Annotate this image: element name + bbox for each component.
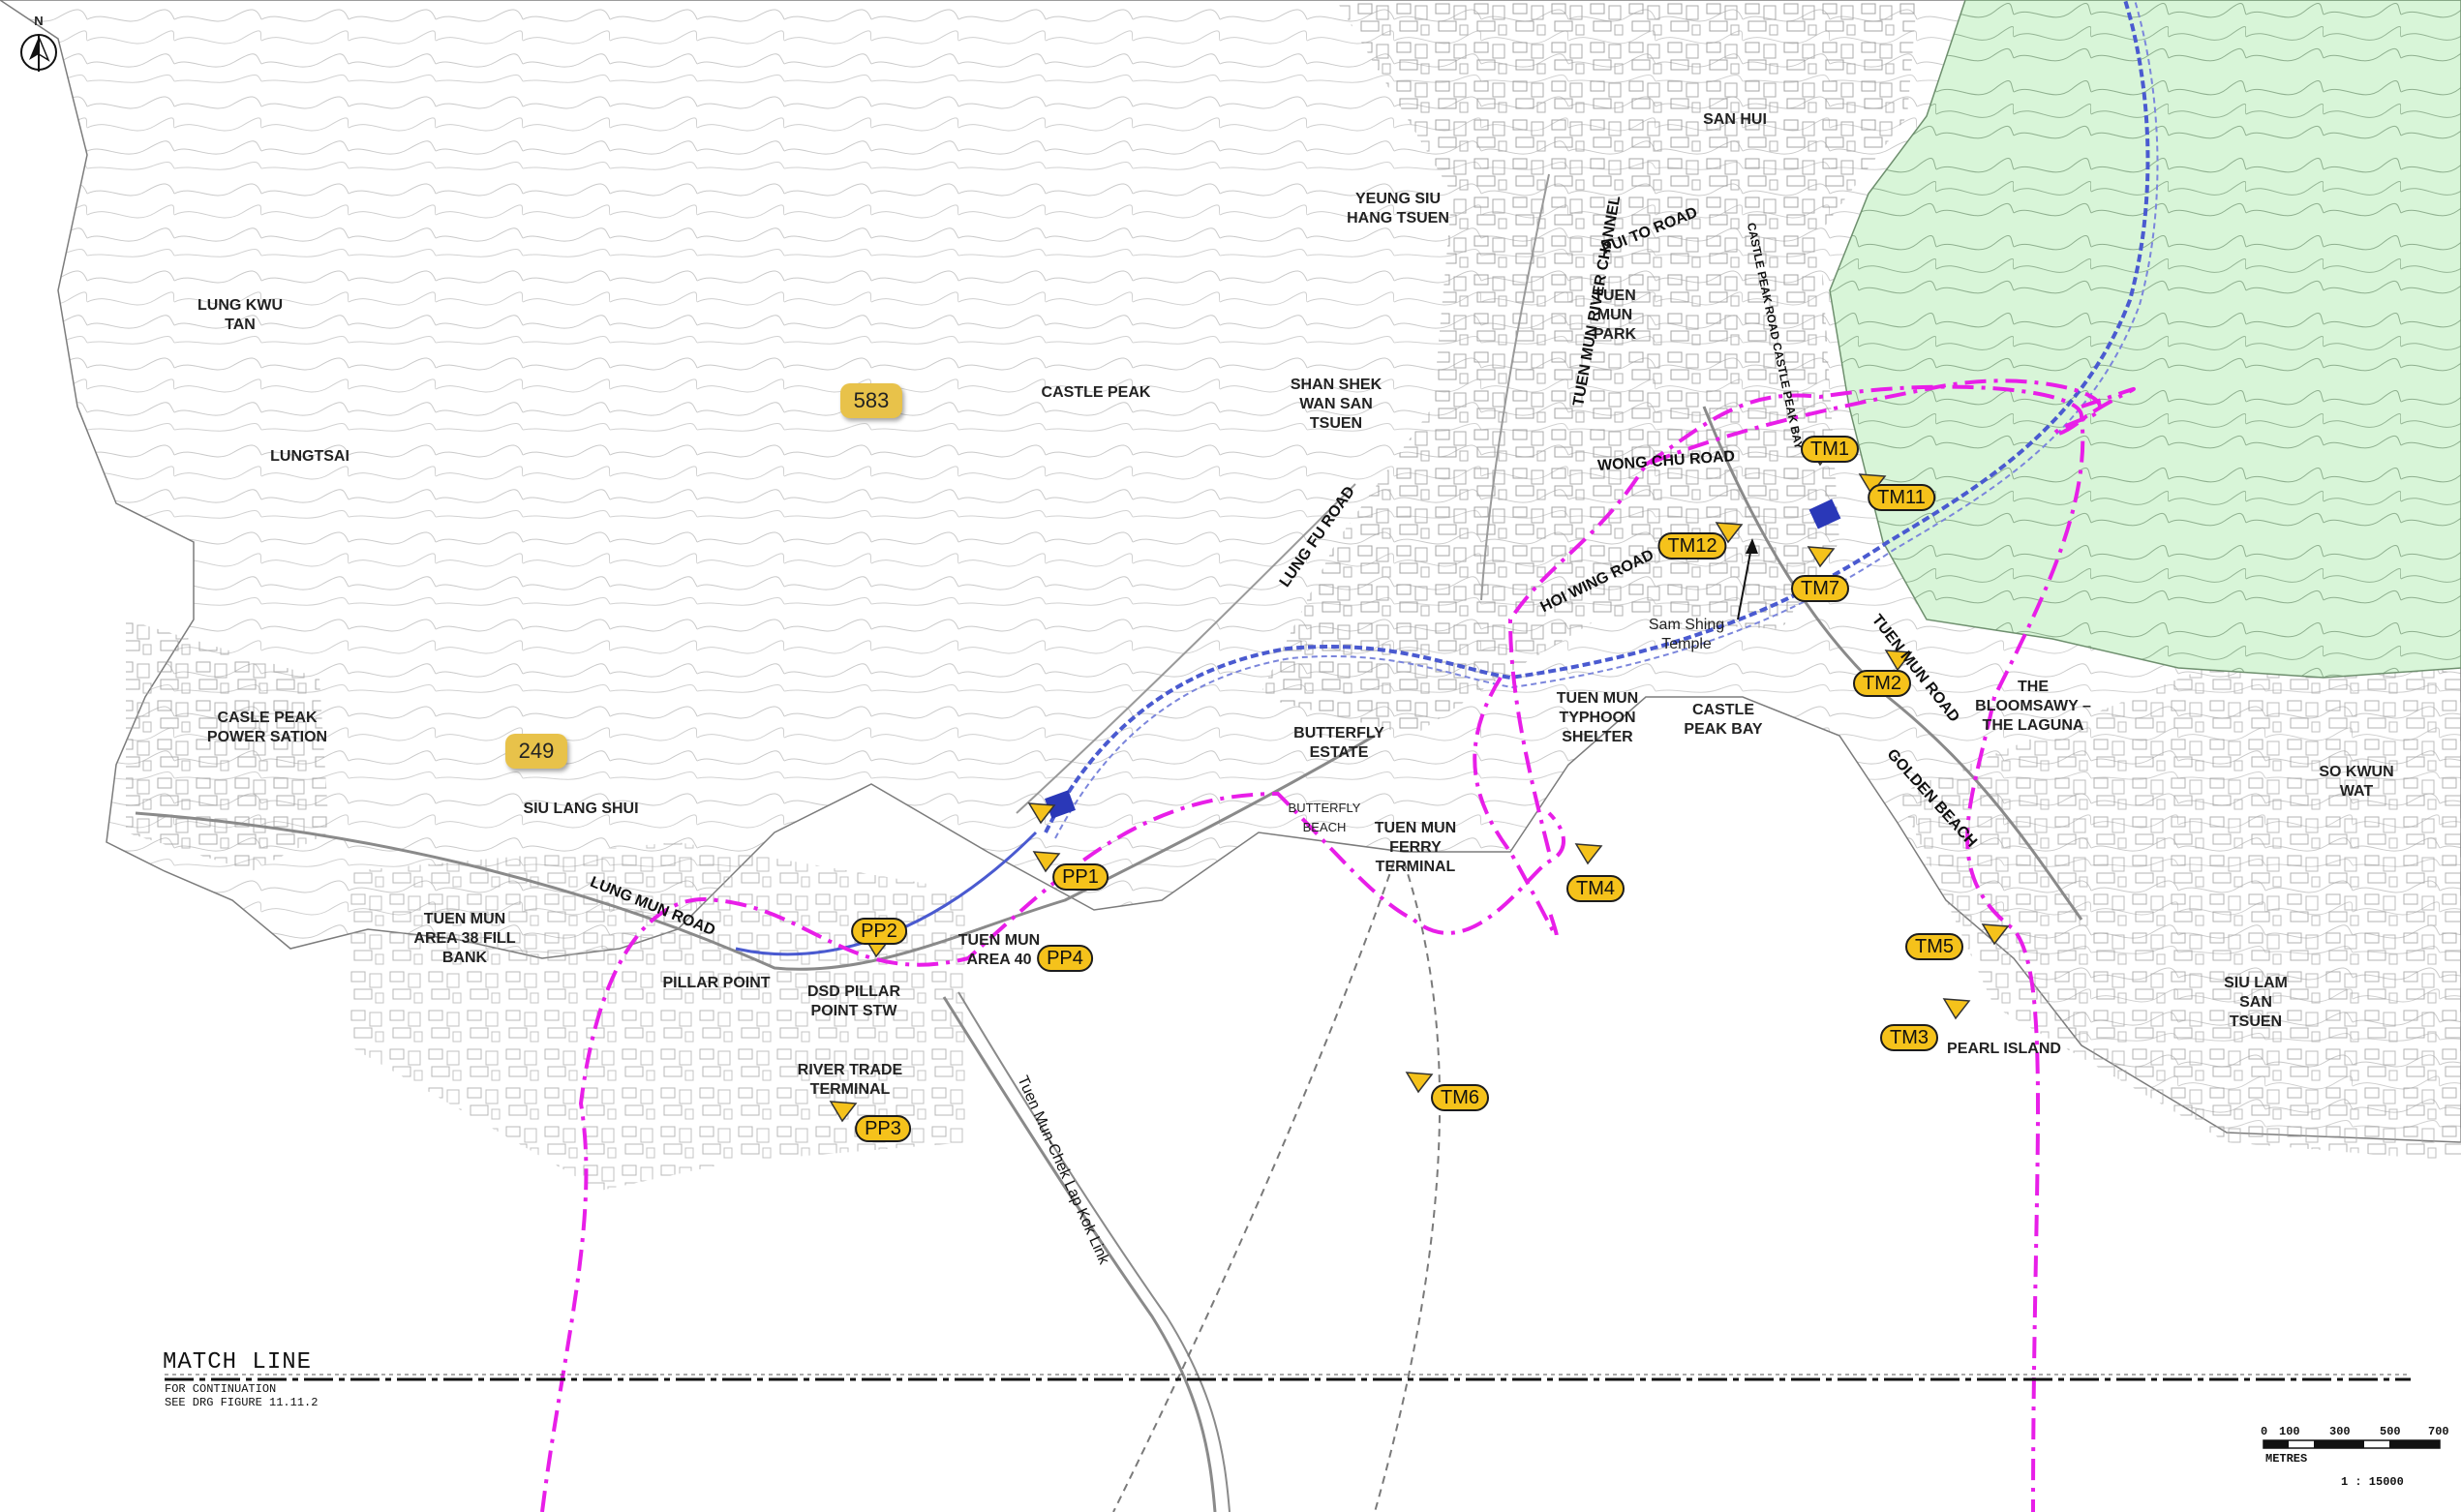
place-river-trade-terminal: RIVER TRADE TERMINAL: [797, 1062, 903, 1098]
tunnel-alignment-inner: [1054, 0, 2159, 839]
urban-area-power-station: [126, 620, 329, 871]
place-area-38: TUEN MUN AREA 38 FILL BANK: [413, 911, 516, 966]
scale-tick-100: 100: [2279, 1425, 2300, 1438]
urban-area-pillar-point: [349, 842, 968, 1191]
place-butterfly-estate: BUTTERFLY ESTATE: [1293, 725, 1384, 761]
scale-unit: METRES: [2265, 1452, 2308, 1466]
place-pillar-point: PILLAR POINT: [662, 975, 771, 991]
scale-tick-500: 500: [2380, 1425, 2401, 1438]
chek-lap-kok-link-line-2: [957, 991, 1230, 1512]
chek-lap-kok-link-line: [942, 996, 1217, 1512]
lung-fu-road-line: [1016, 483, 1356, 814]
place-sam-shing-temple: Sam Shing Temple: [1648, 617, 1725, 652]
tunnel-portal-west: [1045, 790, 1076, 819]
marine-route-2: [1112, 861, 1395, 1512]
peak-583: 583: [840, 383, 902, 418]
place-lungtsai: LUNGTSAI: [270, 448, 349, 465]
place-san-hui: SAN HUI: [1703, 111, 1767, 128]
river-channel-line: [1480, 173, 1550, 601]
viewpoint-pp2[interactable]: PP2: [851, 918, 907, 945]
place-typhoon-shelter: TUEN MUN TYPHOON SHELTER: [1556, 690, 1639, 745]
viewpoint-tm1[interactable]: TM1: [1801, 436, 1859, 463]
place-ferry-terminal: TUEN MUN FERRY TERMINAL: [1374, 820, 1457, 875]
scale-tick-0: 0: [2261, 1425, 2268, 1438]
study-boundary-loop: [1644, 384, 2085, 1512]
place-yeung-siu-hang: YEUNG SIU HANG TSUEN: [1347, 191, 1449, 227]
viewpoint-pp4[interactable]: PP4: [1037, 945, 1093, 972]
place-castle-peak: CASTLE PEAK: [1041, 384, 1151, 401]
viewpoint-tm12[interactable]: TM12: [1657, 532, 1727, 559]
place-butterfly-beach: BUTTERFLY BEACH: [1288, 801, 1361, 834]
north-arrow: [20, 34, 57, 72]
viewpoint-tm6[interactable]: TM6: [1431, 1084, 1489, 1111]
viewpoint-markers: [829, 444, 2010, 1123]
match-line-title: MATCH LINE: [163, 1349, 313, 1376]
scale-ratio: 1 : 15000: [2341, 1475, 2404, 1489]
country-park-area: [1829, 0, 2461, 679]
place-so-kwun-wat: SO KWUN WAT: [2319, 764, 2394, 800]
viewpoint-pp3[interactable]: PP3: [855, 1115, 911, 1142]
sam-shing-arrow: [1737, 541, 1753, 620]
viewpoint-tm5[interactable]: TM5: [1905, 933, 1963, 960]
place-shan-shek-wan: SHAN SHEK WAN SAN TSUEN: [1290, 377, 1382, 432]
viewpoint-tm4[interactable]: TM4: [1566, 875, 1625, 902]
place-dsd-pillar-point: DSD PILLAR POINT STW: [807, 983, 900, 1019]
study-boundary-typhoon-shelter: [1473, 676, 1559, 938]
match-line-note-2: SEE DRG FIGURE 11.11.2: [165, 1396, 319, 1409]
urban-area-so-kwun-wat: [1898, 620, 2461, 1162]
viewpoint-pp1[interactable]: PP1: [1052, 863, 1109, 891]
study-boundary-west: [540, 791, 1565, 1512]
north-label: N: [34, 14, 44, 28]
viewpoint-tm11[interactable]: TM11: [1868, 484, 1935, 511]
peak-249: 249: [505, 734, 567, 769]
study-boundary-east: [1507, 378, 2136, 853]
place-lung-kwu-tan: LUNG KWU TAN: [197, 297, 283, 333]
viewpoint-tm3[interactable]: TM3: [1880, 1024, 1938, 1051]
place-pearl-island: PEARL ISLAND: [1947, 1041, 2061, 1057]
lung-mun-road-line: [135, 734, 1376, 971]
place-bloomsaway: THE BLOOMSAWY – THE LAGUNA: [1975, 679, 2091, 734]
place-tuen-mun-park: TUEN MUN PARK: [1593, 287, 1637, 343]
scale-tick-300: 300: [2329, 1425, 2351, 1438]
tunnel-alignment: [1044, 0, 2150, 833]
viewpoint-tm7[interactable]: TM7: [1791, 575, 1849, 602]
tunnel-portal-east: [1808, 499, 1841, 529]
place-area-40: TUEN MUN AREA 40: [957, 932, 1041, 968]
place-castle-peak-bay: CASTLE PEAK BAY: [1684, 702, 1763, 738]
place-castle-peak-power-station: CASLE PEAK POWER SATION: [206, 710, 328, 745]
viewpoint-tm2[interactable]: TM2: [1853, 670, 1911, 697]
marine-route-1: [1374, 861, 1442, 1512]
match-line-note-1: FOR CONTINUATION: [165, 1382, 277, 1396]
scale-bar: [2263, 1439, 2441, 1449]
scale-tick-700: 700: [2428, 1425, 2449, 1438]
place-siu-lang-shui: SIU LANG SHUI: [523, 801, 639, 817]
place-siu-lam-san-tsuen: SIU LAM SAN TSUEN: [2224, 975, 2288, 1030]
